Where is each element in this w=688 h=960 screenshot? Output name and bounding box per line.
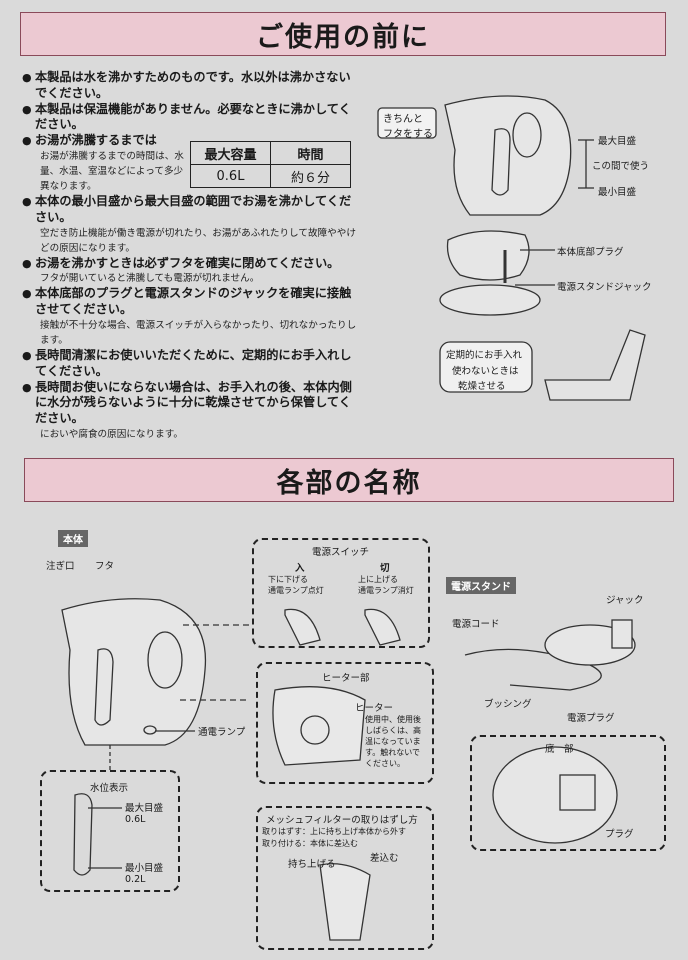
label-bottom-plug: 本体底部プラグ — [557, 247, 624, 258]
level-min-value: 0.2L — [125, 874, 146, 885]
precaution-item: お湯が沸騰するまでは — [22, 133, 187, 149]
precaution-item: 本製品は保温機能がありません。必要なときに沸かしてください。 — [22, 102, 362, 134]
section-banner-before-use: ご使用の前に — [20, 12, 666, 56]
label-lamp: 通電ランプ — [198, 727, 246, 738]
precaution-item: 本体の最小目盛から最大目盛の範囲でお湯を沸かしてください。 — [22, 194, 362, 226]
heater-desc: 使用中、使用後しばらくは、高温になっています。触れないでください。 — [365, 715, 421, 768]
precaution-item: 本製品は水を沸かすためのものです。水以外は沸かさないでください。 — [22, 70, 362, 102]
bottom-box — [470, 735, 666, 851]
precaution-note: お湯が沸騰するまでの時間は、水量、水温、室温などによって多少異なります。 — [40, 150, 184, 192]
mesh-remove: 取りはずす：上に持ち上げ本体から外す — [262, 827, 406, 836]
switch-on: 入 — [295, 563, 305, 574]
precaution-note: 接触が不十分な場合、電源スイッチが入らなかったり、切れなかったりします。 — [40, 319, 357, 346]
precautions-list: 本製品は水を沸かすためのものです。水以外は沸かさないでください。 本製品は保温機… — [22, 70, 362, 442]
heater-label: ヒーター — [355, 703, 394, 714]
level-box — [40, 770, 180, 892]
precaution-note: においや腐食の原因になります。 — [40, 428, 183, 440]
precaution-item: 長時間お使いにならない場合は、お手入れの後、本体内側に水分が残らないように十分に… — [22, 380, 362, 427]
label-lid: フタ — [95, 561, 115, 572]
switch-off: 切 — [380, 563, 390, 574]
bottom-title: 底 部 — [545, 744, 574, 755]
level-title: 水位表示 — [90, 783, 129, 794]
heater-box — [256, 662, 434, 784]
label-care2: 使わないときは — [452, 366, 519, 377]
mesh-attach: 取り付ける：本体に差込む — [262, 839, 358, 848]
switch-box — [252, 538, 430, 648]
level-max-value: 0.6L — [125, 814, 146, 825]
label-cord: 電源コード — [452, 619, 500, 630]
label-max: 最大目盛 — [598, 136, 637, 147]
heater-title: ヒーター部 — [322, 673, 370, 684]
level-max-label: 最大目盛 — [125, 803, 164, 814]
precaution-item: 本体底部のプラグと電源スタンドのジャックを確実に接触させてください。 — [22, 286, 362, 318]
precaution-item: 長時間清潔にお使いいただくために、定期的にお手入れしてください。 — [22, 348, 362, 380]
precaution-note: フタが開いていると沸騰しても電源が切れません。 — [40, 273, 260, 285]
label-between: この間で使う — [592, 161, 650, 172]
mesh-title: メッシュフィルターの取りはずし方 — [266, 815, 418, 826]
switch-off-desc: 上に上げる 通電ランプ消灯 — [358, 575, 414, 595]
label-spout: 注ぎ口 — [46, 561, 75, 572]
label-jack: ジャック — [606, 595, 644, 606]
label-care1: 定期的にお手入れ — [446, 350, 523, 361]
label-care3: 乾燥させる — [458, 381, 506, 392]
label-kichin: きちんと フタをする — [383, 114, 433, 140]
mesh-box — [256, 806, 434, 950]
switch-title: 電源スイッチ — [312, 547, 370, 558]
section-banner-parts: 各部の名称 — [24, 458, 674, 502]
switch-on-desc: 下に下げる 通電ランプ点灯 — [268, 575, 324, 595]
label-bushing: ブッシング — [484, 699, 532, 710]
time-value: 約６分 — [270, 164, 351, 188]
label-plug: 電源プラグ — [567, 713, 615, 724]
label-stand-jack: 電源スタンドジャック — [557, 282, 652, 293]
stand-tag: 電源スタンド — [446, 577, 516, 594]
bottom-plug: プラグ — [605, 829, 634, 840]
mesh-lift: 持ち上げる — [288, 859, 336, 870]
level-min-label: 最小目盛 — [125, 863, 164, 874]
label-min: 最小目盛 — [598, 187, 637, 198]
mesh-insert: 差込む — [370, 853, 399, 864]
precaution-note: 空だき防止機能が働き電源が切れたり、お湯があふれたりして故障ややけどの原因になり… — [40, 227, 356, 254]
body-tag: 本体 — [58, 530, 88, 547]
precaution-item: お湯を沸かすときは必ずフタを確実に閉めてください。 — [22, 256, 362, 272]
